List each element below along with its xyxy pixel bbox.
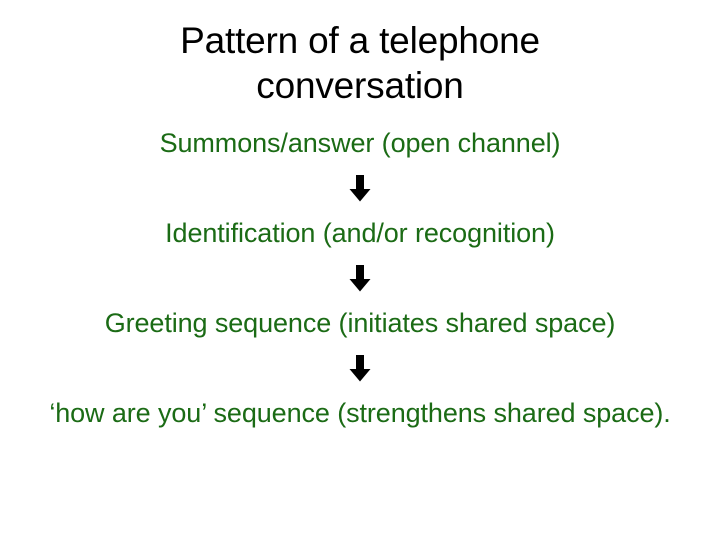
down-arrow-icon [345, 263, 375, 293]
flow-step-identification: Identification (and/or recognition) [165, 218, 555, 248]
flow-diagram: Summons/answer (open channel) Identifica… [26, 126, 694, 430]
down-arrow-icon [345, 173, 375, 203]
flow-step-summons-answer: Summons/answer (open channel) [159, 128, 561, 158]
flow-step-greeting-sequence: Greeting sequence (initiates shared spac… [104, 308, 616, 338]
page-title: Pattern of a telephone conversation [0, 18, 720, 108]
page-title-line-2: conversation [256, 65, 464, 106]
flow-connector-3 [26, 340, 694, 396]
flow-connector-1 [26, 160, 694, 216]
down-arrow-icon [345, 353, 375, 383]
flow-connector-2 [26, 250, 694, 306]
page-title-line-1: Pattern of a telephone [180, 20, 540, 61]
flow-step-how-are-you-sequence: ‘how are you’ sequence (strengthens shar… [49, 398, 671, 428]
